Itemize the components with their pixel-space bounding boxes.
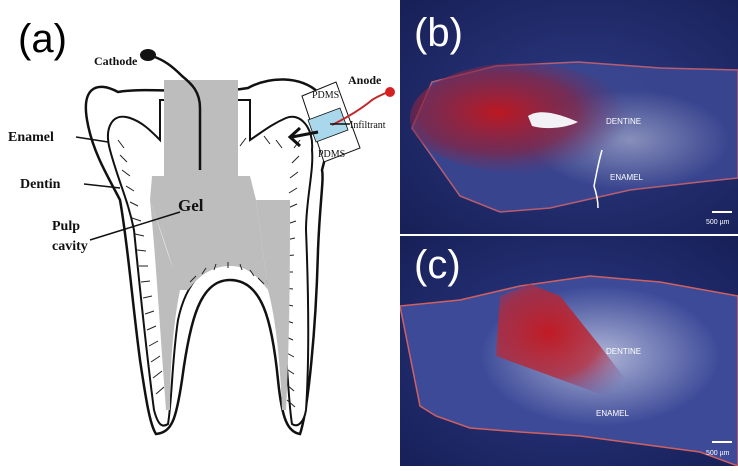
cathode-electrode-icon — [140, 49, 156, 61]
enamel-label: Enamel — [8, 130, 54, 145]
panel-b-letter: (b) — [414, 11, 463, 55]
dentine-label-c: DENTINE — [606, 347, 641, 356]
anode-electrode-icon — [385, 87, 395, 97]
anode-label: Anode — [348, 73, 382, 87]
pulp-label-line2: cavity — [52, 239, 88, 254]
cathode-label: Cathode — [94, 54, 138, 68]
pdms-top-label: PDMS — [312, 90, 339, 101]
enamel-label-c: ENAMEL — [596, 409, 629, 418]
gel-label: Gel — [178, 196, 204, 215]
tooth-diagram: (a) — [0, 0, 400, 466]
scale-bar-b-label: 500 µm — [706, 219, 730, 226]
micrograph-b-image: DENTINE ENAMEL 500 µm (b) — [400, 0, 738, 234]
panel-a-tooth-schematic: (a) — [0, 0, 400, 466]
scale-bar-c-label: 500 µm — [706, 450, 730, 457]
dentin-label: Dentin — [20, 177, 61, 192]
enamel-label-b: ENAMEL — [610, 173, 643, 182]
stain-b-region — [410, 63, 630, 173]
panel-b-micrograph: DENTINE ENAMEL 500 µm (b) — [400, 0, 738, 234]
pdms-bottom-label: PDMS — [318, 149, 345, 160]
root-canal-right — [256, 200, 290, 410]
dentine-label-b: DENTINE — [606, 117, 641, 126]
infiltrant-label: Infiltrant — [350, 120, 386, 131]
pulp-label-line1: Pulp — [52, 219, 80, 234]
panel-a-letter: (a) — [18, 17, 67, 61]
panel-c-letter: (c) — [414, 243, 461, 287]
micrograph-c-image: DENTINE ENAMEL 500 µm (c) — [400, 236, 738, 466]
panel-c-micrograph: DENTINE ENAMEL 500 µm (c) — [400, 236, 738, 466]
